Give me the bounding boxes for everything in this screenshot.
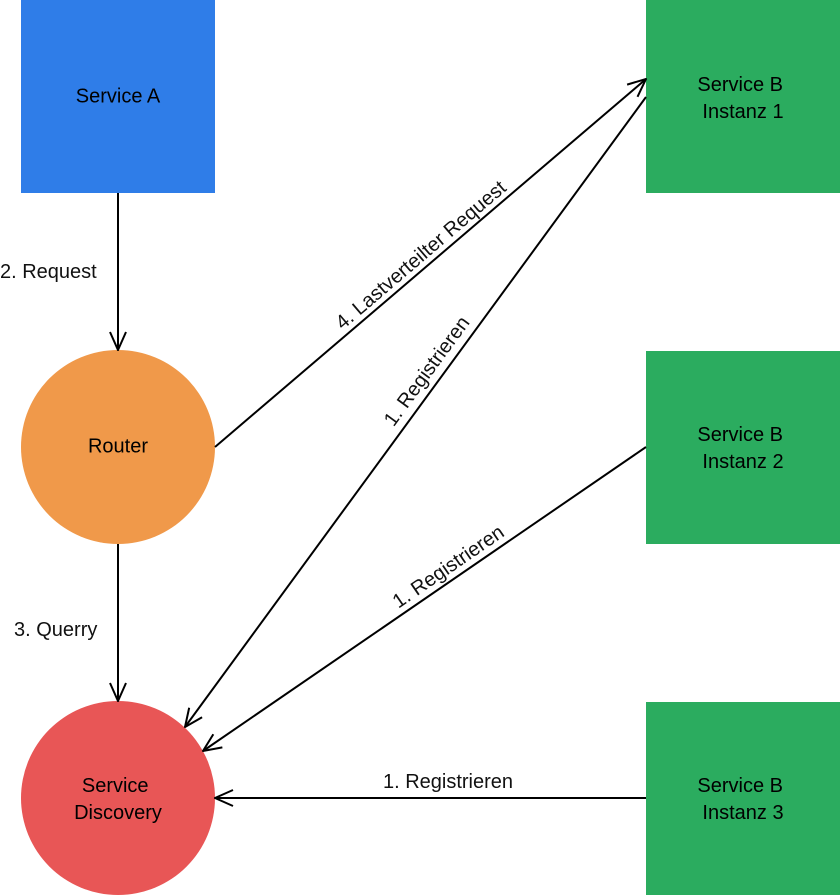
register-instance-2-arrow [203, 446, 647, 751]
service-b-instance-1-label-line1: Service B [697, 74, 783, 96]
service-discovery-node [21, 701, 215, 895]
service-b-instance-2-node [646, 351, 840, 544]
register-instance-1-arrow [185, 96, 647, 727]
service-b-instance-1-node [646, 0, 840, 193]
service-b-instance-1-label: Service B Instanz 1 [697, 74, 788, 123]
register-instance-1-edge-label: 1. Registrieren [380, 312, 475, 430]
request-edge-label: 2. Request [0, 261, 97, 283]
service-a-label: Service A [76, 85, 161, 107]
register-instance-2-edge-label: 1. Registrieren [389, 521, 509, 613]
service-b-instance-1-label-line2: Instanz 1 [702, 101, 783, 123]
service-b-instance-3-label-line2: Instanz 3 [702, 802, 783, 824]
service-b-instance-3-node [646, 702, 840, 895]
service-b-instance-2-label-line2: Instanz 2 [702, 451, 783, 473]
register-instance-3-edge-label: 1. Registrieren [383, 771, 513, 793]
service-b-instance-2-label: Service B Instanz 2 [697, 424, 788, 473]
service-discovery-label-line2: Discovery [74, 802, 162, 824]
service-b-instance-3-label: Service B Instanz 3 [697, 775, 788, 824]
querry-edge-label: 3. Querry [14, 619, 97, 641]
service-a-node [21, 0, 215, 193]
service-b-instance-2-label-line1: Service B [697, 424, 783, 446]
router-node [21, 350, 215, 544]
load-balanced-request-arrow [214, 79, 646, 448]
router-label: Router [88, 435, 148, 457]
service-b-instance-3-label-line1: Service B [697, 775, 783, 797]
service-discovery-label: Service Discovery [74, 775, 162, 824]
service-discovery-label-line1: Service [82, 775, 149, 797]
load-balanced-request-edge-label: 4. Lastverteilter Request [332, 176, 511, 334]
